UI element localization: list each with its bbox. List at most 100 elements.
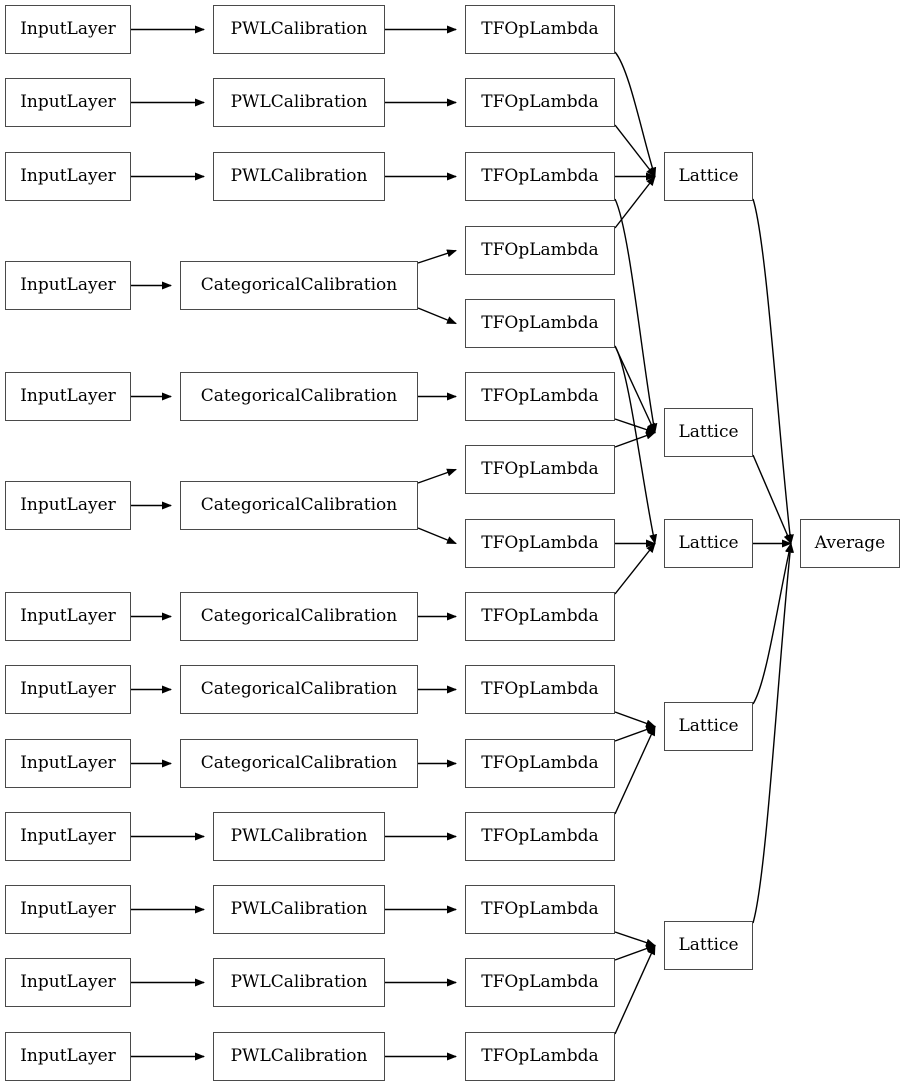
graph-node-in6[interactable]: InputLayer [5,481,131,530]
graph-node-label: TFOpLambda [481,92,599,112]
graph-node-cal2[interactable]: PWLCalibration [213,78,385,127]
graph-node-label: InputLayer [20,606,116,626]
graph-node-in13[interactable]: InputLayer [5,1032,131,1081]
graph-node-in2[interactable]: InputLayer [5,78,131,127]
graph-node-in11[interactable]: InputLayer [5,885,131,934]
graph-node-in9[interactable]: InputLayer [5,739,131,788]
graph-node-label: CategoricalCalibration [200,275,398,295]
graph-edge-lam13-to-lat5 [614,931,656,947]
graph-node-avg[interactable]: Average [800,519,900,568]
graph-node-label: InputLayer [20,386,116,406]
graph-node-label: TFOpLambda [481,606,599,626]
graph-edge-lat5-to-avg [752,542,795,924]
graph-node-lam10[interactable]: TFOpLambda [465,665,615,714]
graph-node-lam12[interactable]: TFOpLambda [465,812,615,861]
graph-node-cal12[interactable]: PWLCalibration [213,958,385,1007]
graph-node-in8[interactable]: InputLayer [5,665,131,714]
graph-node-lam2[interactable]: TFOpLambda [465,78,615,127]
graph-node-label: InputLayer [20,495,116,515]
graph-edge-lam1-to-lat1 [614,51,657,178]
graph-node-lam3[interactable]: TFOpLambda [465,152,615,201]
graph-node-label: InputLayer [20,679,116,699]
graph-node-cal13[interactable]: PWLCalibration [213,1032,385,1081]
graph-node-label: CategoricalCalibration [200,386,398,406]
graph-node-cal3[interactable]: PWLCalibration [213,152,385,201]
graph-node-label: TFOpLambda [481,240,599,260]
graph-node-cal10[interactable]: PWLCalibration [213,812,385,861]
graph-node-in7[interactable]: InputLayer [5,592,131,641]
graph-edge-lat4-to-avg [752,542,793,705]
graph-edge-lam12-to-lat4 [614,725,656,815]
graph-node-label: InputLayer [20,275,116,295]
graph-node-cal9[interactable]: CategoricalCalibration [180,739,418,788]
graph-node-lam4[interactable]: TFOpLambda [465,226,615,275]
graph-node-label: InputLayer [20,899,116,919]
graph-node-label: InputLayer [20,1046,116,1066]
graph-node-in5[interactable]: InputLayer [5,372,131,421]
graph-node-lam15[interactable]: TFOpLambda [465,1032,615,1081]
edge-group [131,25,795,1061]
graph-edge-lam15-to-lat5 [614,944,656,1035]
graph-edge-lat1-to-avg [752,198,794,545]
graph-node-lat1[interactable]: Lattice [664,152,753,201]
graph-node-cal4[interactable]: CategoricalCalibration [180,261,418,310]
graph-node-label: Lattice [678,716,739,736]
graph-edge-lam7-to-lat2 [614,431,656,448]
graph-node-label: InputLayer [20,92,116,112]
graph-edge-lam5-to-lat3 [614,345,658,545]
graph-node-label: InputLayer [20,166,116,186]
graph-node-label: Lattice [678,166,739,186]
graph-node-lam13[interactable]: TFOpLambda [465,885,615,934]
graph-node-in4[interactable]: InputLayer [5,261,131,310]
graph-node-label: TFOpLambda [481,1046,599,1066]
graph-node-label: PWLCalibration [230,826,368,846]
graph-node-in10[interactable]: InputLayer [5,812,131,861]
graph-node-cal8[interactable]: CategoricalCalibration [180,665,418,714]
graph-edge-cal4-to-lam4 [417,249,457,264]
graph-node-lat2[interactable]: Lattice [664,408,753,457]
graph-node-cal11[interactable]: PWLCalibration [213,885,385,934]
graph-node-label: TFOpLambda [481,19,599,39]
graph-node-in12[interactable]: InputLayer [5,958,131,1007]
graph-node-label: TFOpLambda [481,533,599,553]
graph-node-label: TFOpLambda [481,753,599,773]
graph-node-lam8[interactable]: TFOpLambda [465,519,615,568]
graph-node-label: Lattice [678,422,739,442]
graph-node-lat3[interactable]: Lattice [664,519,753,568]
graph-node-label: TFOpLambda [481,679,599,699]
graph-node-label: InputLayer [20,826,116,846]
graph-node-in1[interactable]: InputLayer [5,5,131,54]
graph-node-in3[interactable]: InputLayer [5,152,131,201]
graph-node-label: Lattice [678,935,739,955]
graph-node-label: Lattice [678,533,739,553]
graph-node-label: TFOpLambda [481,972,599,992]
graph-edge-cal6-to-lam8 [417,527,457,545]
graph-node-lam11[interactable]: TFOpLambda [465,739,615,788]
graph-node-label: PWLCalibration [230,166,368,186]
graph-node-lam7[interactable]: TFOpLambda [465,445,615,494]
graph-node-label: CategoricalCalibration [200,495,398,515]
graph-node-label: PWLCalibration [230,1046,368,1066]
graph-node-label: TFOpLambda [481,826,599,846]
graph-node-label: CategoricalCalibration [200,753,398,773]
graph-node-lam1[interactable]: TFOpLambda [465,5,615,54]
graph-node-cal5[interactable]: CategoricalCalibration [180,372,418,421]
graph-node-cal1[interactable]: PWLCalibration [213,5,385,54]
graph-edge-lam9-to-lat3 [614,542,656,595]
graph-node-lat4[interactable]: Lattice [664,702,753,751]
graph-node-lat5[interactable]: Lattice [664,921,753,970]
graph-node-label: TFOpLambda [481,459,599,479]
graph-node-lam9[interactable]: TFOpLambda [465,592,615,641]
graph-node-cal7[interactable]: CategoricalCalibration [180,592,418,641]
graph-edge-lam2-to-lat1 [614,124,656,178]
graph-node-cal6[interactable]: CategoricalCalibration [180,481,418,530]
graph-edge-lam4-to-lat1 [614,175,656,229]
graph-node-label: PWLCalibration [230,19,368,39]
graph-node-label: InputLayer [20,19,116,39]
graph-node-lam5[interactable]: TFOpLambda [465,299,615,348]
graph-node-lam6[interactable]: TFOpLambda [465,372,615,421]
graph-edge-lam3-to-lat2 [614,198,658,434]
graph-node-lam14[interactable]: TFOpLambda [465,958,615,1007]
